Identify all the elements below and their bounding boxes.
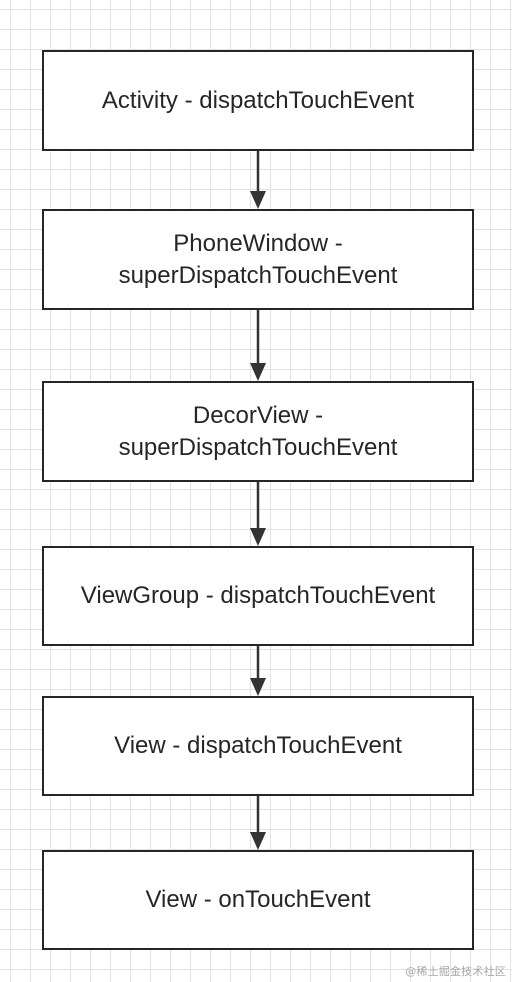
arrow-activity-to-phone-window xyxy=(250,151,266,209)
node-decorview-label-line2: superDispatchTouchEvent xyxy=(118,433,398,461)
arrowhead-icon xyxy=(250,528,266,546)
arrowhead-icon xyxy=(250,678,266,696)
node-decorview-label-line1: DecorView - xyxy=(192,401,324,429)
node-decorview-superdispatch: DecorView - superDispatchTouchEvent xyxy=(42,381,474,482)
arrow-phone-window-to-decor-view xyxy=(250,310,266,381)
node-activity-dispatch: Activity - dispatchTouchEvent xyxy=(42,50,474,151)
node-view-dispatch: View - dispatchTouchEvent xyxy=(42,696,474,796)
arrow-view-dispatch-to-view-ontouch xyxy=(250,796,266,850)
node-view-dispatch-label: View - dispatchTouchEvent xyxy=(114,732,402,759)
node-viewgroup-dispatch: ViewGroup - dispatchTouchEvent xyxy=(42,546,474,646)
node-viewgroup-label: ViewGroup - dispatchTouchEvent xyxy=(80,582,436,609)
node-activity-label: Activity - dispatchTouchEvent xyxy=(101,86,415,114)
arrow-decor-view-to-view-group xyxy=(250,482,266,546)
node-phonewindow-label-line2: superDispatchTouchEvent xyxy=(118,261,398,289)
arrow-view-group-to-view-dispatch xyxy=(250,646,266,696)
node-phonewindow-label-line1: PhoneWindow - xyxy=(173,229,343,257)
arrowhead-icon xyxy=(250,832,266,850)
node-phonewindow-superdispatch: PhoneWindow - superDispatchTouchEvent xyxy=(42,209,474,310)
arrowhead-icon xyxy=(250,191,266,209)
watermark-text: @稀土掘金技术社区 xyxy=(405,965,506,978)
node-view-ontouch: View - onTouchEvent xyxy=(42,850,474,950)
arrowhead-icon xyxy=(250,363,266,381)
node-view-ontouch-label: View - onTouchEvent xyxy=(145,886,371,913)
